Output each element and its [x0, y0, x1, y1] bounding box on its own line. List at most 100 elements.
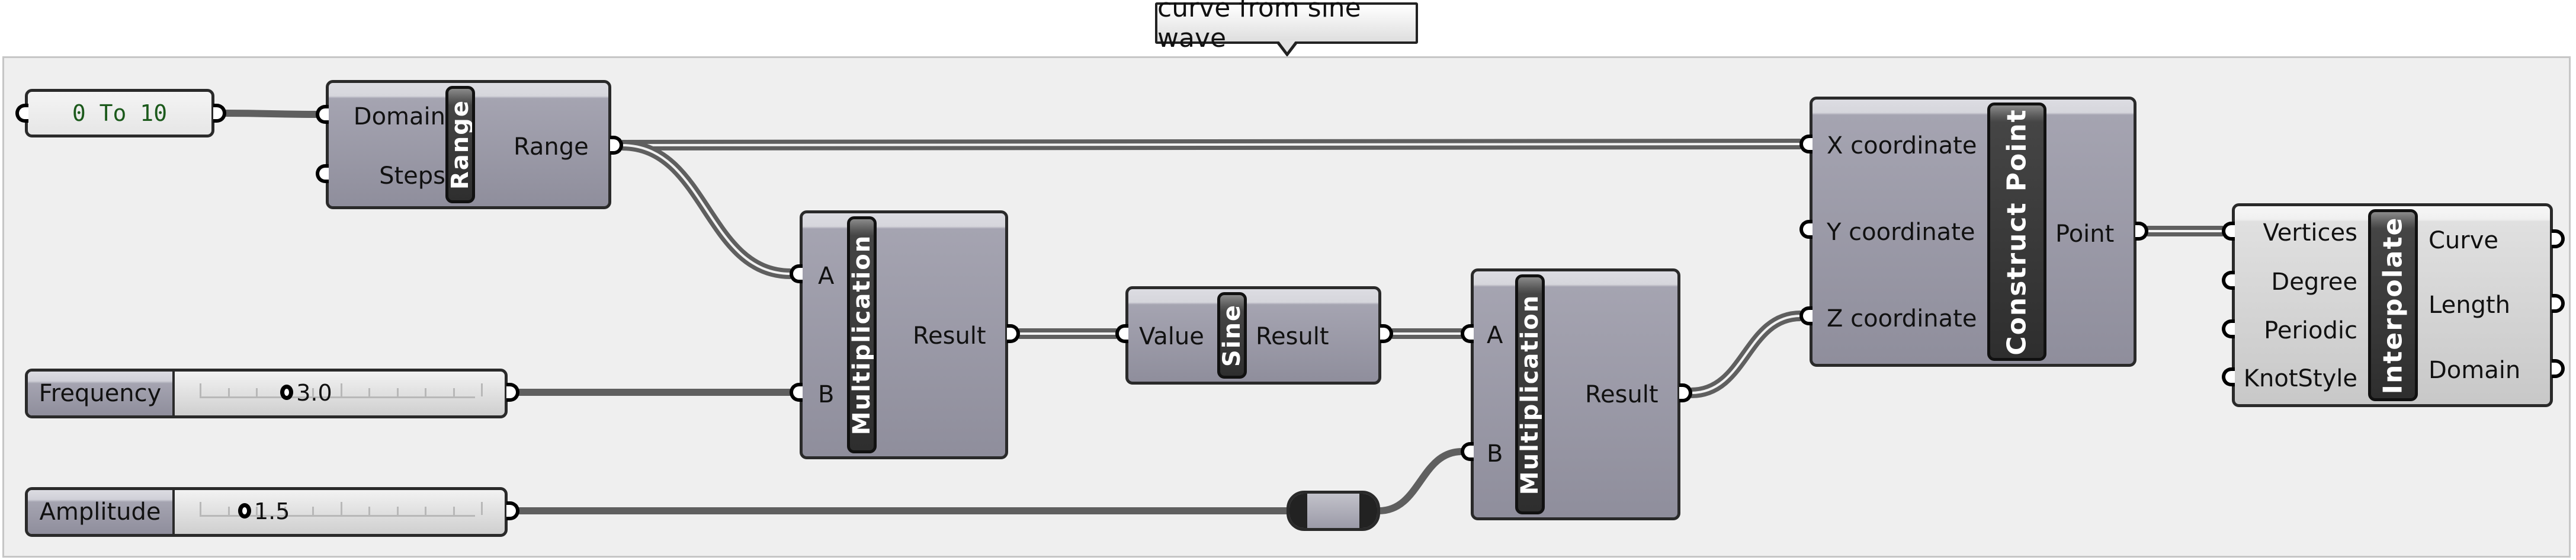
range-output-grip[interactable] [610, 136, 623, 155]
domain-panel[interactable]: 0 To 10 [25, 89, 214, 137]
frequency-slider-knob[interactable] [280, 385, 294, 400]
range-node-title: Range [445, 86, 475, 203]
multiplication-1-input-a: A [818, 263, 835, 290]
range-input-domain: Domain [353, 103, 445, 130]
slider-tick [453, 388, 455, 396]
interpolate-output-length: Length [2429, 292, 2510, 319]
construct-point-output-point: Point [2055, 220, 2115, 248]
panel-output-grip[interactable] [213, 104, 226, 123]
range-node[interactable]: Range Domain Steps Range [326, 80, 611, 209]
sine-input-value: Value [1139, 323, 1204, 350]
slider-tick [200, 383, 201, 396]
multiplication-2-result-grip[interactable] [1679, 383, 1692, 402]
wire-relay[interactable] [1287, 491, 1380, 531]
multiplication-2-title-text: Multiplication [1516, 294, 1544, 495]
interpolate-title-text: Interpolate [2378, 216, 2408, 394]
domain-panel-value: 0 To 10 [72, 100, 168, 126]
frequency-slider[interactable]: Frequency 3.0 [25, 369, 508, 418]
sine-result-grip[interactable] [1380, 324, 1393, 343]
multiplication-2-title: Multiplication [1515, 274, 1545, 514]
construct-point-node[interactable]: Construct Point X coordinate Y coordinat… [1810, 97, 2136, 367]
range-title-text: Range [447, 99, 474, 190]
multiplication-2-output-result: Result [1585, 381, 1658, 408]
interpolate-vertices-grip[interactable] [2222, 222, 2235, 241]
slider-tick [256, 388, 258, 396]
amplitude-slider-knob[interactable] [238, 503, 251, 519]
amplitude-output-grip[interactable] [506, 501, 519, 520]
construct-point-point-grip[interactable] [2135, 222, 2148, 241]
interpolate-periodic-grip[interactable] [2222, 319, 2235, 338]
multiplication-1-output-result: Result [913, 322, 986, 350]
relay-right-cap [1359, 494, 1377, 528]
range-output-range: Range [514, 133, 589, 161]
range-domain-grip[interactable] [316, 105, 329, 124]
group-label[interactable]: curve from sine wave [1155, 0, 1418, 53]
multiplication-1-a-grip[interactable] [790, 264, 803, 283]
frequency-slider-track[interactable] [200, 383, 483, 398]
interpolate-node[interactable]: Interpolate Vertices Degree Periodic Kno… [2232, 203, 2553, 407]
interpolate-input-periodic: Periodic [2264, 317, 2357, 344]
multiplication-node-1[interactable]: Multiplication A B Result [800, 210, 1008, 459]
construct-point-title: Construct Point [1987, 103, 2046, 361]
slider-tick [368, 388, 370, 396]
group-label-pointer-fill [1278, 40, 1296, 52]
interpolate-input-knotstyle: KnotStyle [2243, 365, 2357, 392]
sine-value-grip[interactable] [1115, 324, 1128, 343]
multiplication-1-title-text: Multiplication [848, 234, 875, 436]
multiplication-1-title: Multiplication [847, 216, 877, 453]
multiplication-2-a-grip[interactable] [1461, 324, 1474, 343]
slider-tick [227, 388, 230, 396]
slider-tick [256, 507, 258, 515]
slider-tick [227, 507, 230, 515]
frequency-slider-value: 3.0 [296, 380, 332, 406]
sine-title-text: Sine [1218, 303, 1246, 367]
slider-tick [396, 507, 399, 515]
slider-tick [200, 502, 201, 515]
interpolate-input-vertices: Vertices [2263, 219, 2357, 247]
sine-node[interactable]: Sine Value Result [1125, 286, 1381, 385]
amplitude-slider-value: 1.5 [254, 498, 290, 524]
panel-input-grip[interactable] [15, 104, 28, 123]
interpolate-output-curve: Curve [2429, 227, 2499, 254]
slider-tick [425, 507, 426, 515]
interpolate-title: Interpolate [2368, 209, 2418, 401]
interpolate-knotstyle-grip[interactable] [2222, 367, 2235, 386]
multiplication-2-input-a: A [1487, 322, 1503, 349]
interpolate-length-grip[interactable] [2552, 294, 2565, 313]
relay-left-cap [1289, 494, 1307, 528]
construct-point-y-grip[interactable] [1799, 220, 1812, 239]
interpolate-output-domain: Domain [2429, 357, 2521, 384]
multiplication-1-result-grip[interactable] [1007, 324, 1020, 343]
construct-point-x-grip[interactable] [1799, 135, 1812, 153]
frequency-output-grip[interactable] [506, 383, 519, 402]
range-steps-grip[interactable] [316, 164, 329, 183]
construct-point-input-x: X coordinate [1827, 132, 1977, 159]
amplitude-slider-track[interactable] [200, 502, 483, 517]
slider-tick [340, 502, 342, 515]
interpolate-domain-grip[interactable] [2552, 359, 2565, 378]
multiplication-2-b-grip[interactable] [1461, 442, 1474, 461]
multiplication-node-2[interactable]: Multiplication A B Result [1471, 268, 1680, 520]
slider-tick [340, 383, 342, 396]
slider-tick [284, 507, 286, 515]
slider-tick [312, 507, 314, 515]
slider-tick [368, 507, 370, 515]
range-input-steps: Steps [379, 162, 445, 190]
slider-tick [425, 388, 426, 396]
multiplication-1-b-grip[interactable] [790, 383, 803, 402]
amplitude-slider[interactable]: Amplitude 1.5 [25, 487, 508, 537]
construct-point-input-y: Y coordinate [1827, 219, 1975, 246]
construct-point-z-grip[interactable] [1799, 306, 1812, 325]
slider-tick [481, 502, 483, 515]
multiplication-1-input-b: B [818, 381, 835, 408]
construct-point-title-text: Construct Point [2001, 108, 2032, 356]
slider-tick [453, 507, 455, 515]
interpolate-curve-grip[interactable] [2552, 229, 2565, 248]
multiplication-2-input-b: B [1487, 440, 1503, 468]
slider-tick [481, 383, 483, 396]
frequency-slider-name: Frequency [28, 372, 175, 415]
slider-tick [312, 388, 314, 396]
interpolate-degree-grip[interactable] [2222, 271, 2235, 290]
sine-output-result: Result [1256, 323, 1329, 350]
interpolate-input-degree: Degree [2271, 268, 2357, 296]
